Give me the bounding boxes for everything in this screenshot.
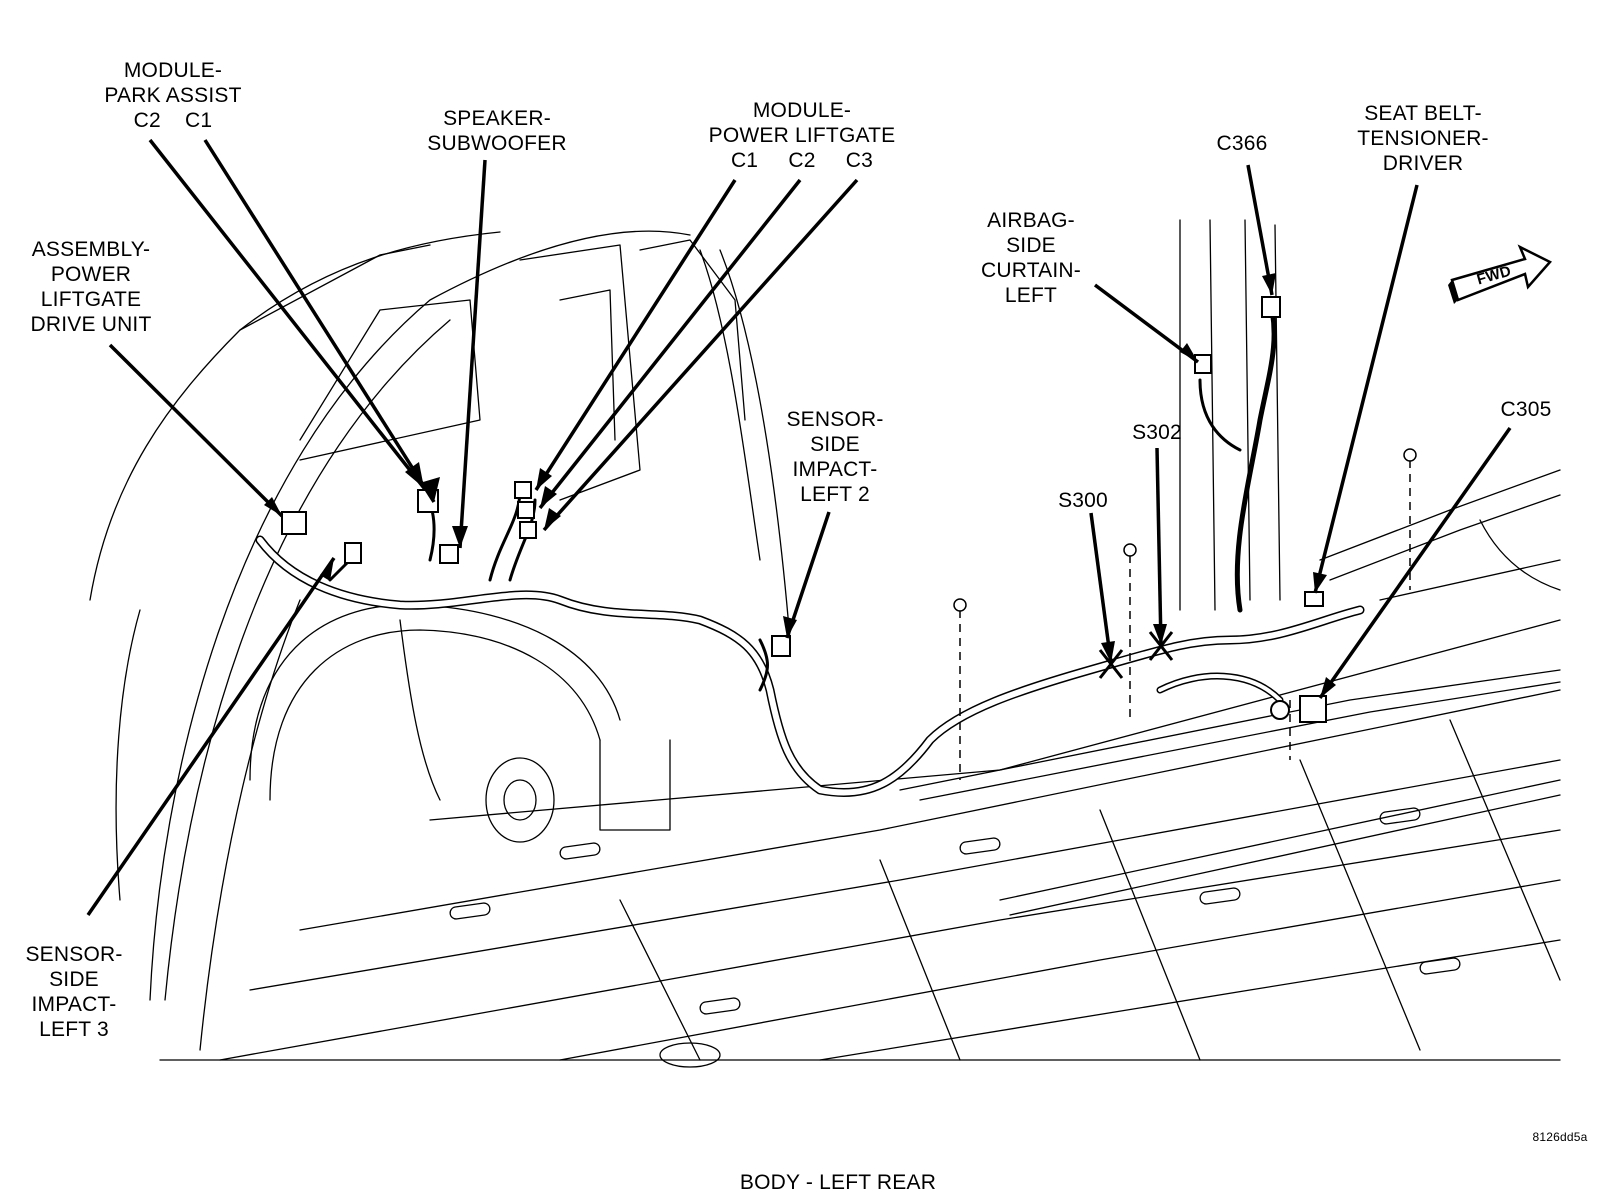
label-s300: S300 [1058,489,1108,512]
wiring-harness [255,297,1365,798]
connector-impact-left3 [344,542,362,564]
leader-liftgate-c3 [542,178,859,532]
connector-c366 [1261,296,1281,318]
label-airbag-curtain: AIRBAG- SIDE CURTAIN- LEFT [981,209,1081,307]
leader-liftgate-drive [108,343,284,518]
vehicle-body-outline [89,219,1561,1068]
label-speaker-subwoofer: SPEAKER- SUBWOOFER [427,107,567,155]
label-power-liftgate-module: MODULE- POWER LIFTGATE C1 C2 C3 [708,99,896,172]
leader-s302 [1155,447,1163,646]
fasteners [953,448,1417,780]
splice-marks [1098,631,1174,679]
leader-liftgate-c1 [534,179,737,491]
leader-airbag [1093,283,1200,364]
connector-power-liftgate-c1 [514,481,532,499]
leader-liftgate-c2 [538,178,802,510]
leader-speaker [458,159,487,549]
connector-impact-left2 [771,635,791,657]
connector-airbag-curtain [1194,354,1212,374]
label-liftgate-drive-unit: ASSEMBLY- POWER LIFTGATE DRIVE UNIT [30,238,152,336]
leader-c366 [1246,164,1274,296]
leader-park-assist-c1 [203,139,436,503]
connector-power-liftgate-c2 [517,501,535,519]
connector-power-liftgate-c3 [519,521,537,539]
leader-impact-left2 [785,511,831,639]
leader-impact-left3 [86,557,336,916]
leader-c305 [1318,426,1512,700]
connector-c305-grommet [1270,700,1290,720]
leader-seatbelt [1313,184,1419,594]
fwd-arrow-icon [1448,244,1553,304]
connector-liftgate-drive [281,511,307,535]
label-c366: C366 [1216,132,1268,155]
connector-seat-belt [1304,591,1324,607]
figure-caption: BODY - LEFT REAR [739,1171,937,1194]
leader-arrowheads [264,273,1336,698]
label-park-assist: MODULE- PARK ASSIST C2 C1 [104,59,242,132]
leader-s300 [1089,512,1113,664]
label-sensor-impact-left3: SENSOR- SIDE IMPACT- LEFT 3 [25,943,123,1041]
label-sensor-impact-left2: SENSOR- SIDE IMPACT- LEFT 2 [786,408,884,506]
connector-subwoofer [439,544,459,564]
label-c305: C305 [1500,398,1552,421]
leader-park-assist-c2 [148,138,426,490]
label-seat-belt-tensioner: SEAT BELT- TENSIONER- DRIVER [1357,102,1489,175]
connector-c305 [1299,695,1327,723]
connectors [281,296,1327,723]
leader-lines [86,138,1512,916]
figure-code: 8126dd5a [1532,1130,1588,1144]
label-s302: S302 [1132,421,1182,444]
